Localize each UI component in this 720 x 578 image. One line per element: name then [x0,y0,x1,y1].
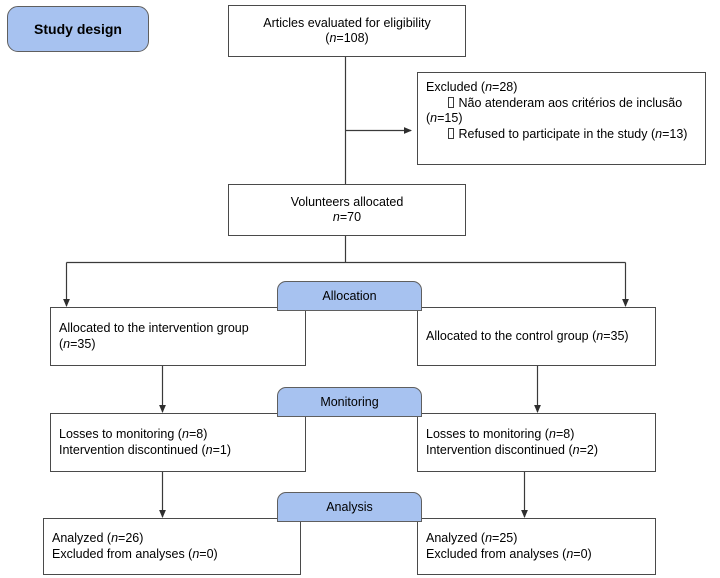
node-analysis-intervention: Analyzed (n=26) Excluded from analyses (… [43,518,301,575]
node-excluded: Excluded (n=28) Não atenderam aos critér… [417,72,706,165]
node-articles-evaluated-line1: Articles evaluated for eligibility [263,15,431,30]
node-analysis-control-line1: Analyzed (n=25) [426,531,518,545]
node-monitoring-control-line1: Losses to monitoring (n=8) [426,427,575,441]
node-excluded-header: Excluded (n=28) [426,80,518,94]
node-articles-evaluated: Articles evaluated for eligibility (n=10… [228,5,466,57]
node-excluded-reason-2: Refused to participate in the study (n=1… [426,127,697,143]
stage-banner-monitoring-label: Monitoring [320,395,379,409]
stage-banner-allocation: Allocation [277,281,422,311]
node-volunteers-allocated-line1: Volunteers allocated [290,194,404,209]
node-excluded-reason-1-count: (n=15) [426,111,463,125]
node-excluded-reason-1: Não atenderam aos critérios de inclusão [426,96,697,112]
stage-banner-monitoring: Monitoring [277,387,422,417]
node-volunteers-allocated-line2: n=70 [332,210,362,224]
node-volunteers-allocated: Volunteers allocated n=70 [228,184,466,236]
stage-banner-analysis-label: Analysis [326,500,373,514]
node-analysis-control: Analyzed (n=25) Excluded from analyses (… [417,518,656,575]
stage-banner-analysis: Analysis [277,492,422,522]
stage-banner-allocation-label: Allocation [322,289,377,303]
node-analysis-intervention-line2: Excluded from analyses (n=0) [52,546,218,561]
legend-study-design: Study design [7,6,149,52]
node-articles-evaluated-line2: (n=108) [325,31,369,45]
node-analysis-control-line2: Excluded from analyses (n=0) [426,546,592,561]
bullet-tofu-icon [448,96,454,108]
node-monitoring-intervention-line1: Losses to monitoring (n=8) [59,427,208,441]
bullet-tofu-icon [448,127,454,139]
node-monitoring-intervention: Losses to monitoring (n=8) Intervention … [50,413,306,472]
node-monitoring-intervention-line2: Intervention discontinued (n=1) [59,442,231,457]
node-allocated-control-line1: Allocated to the control group (n=35) [426,328,629,343]
legend-label: Study design [34,21,122,37]
node-allocated-intervention-line2: (n=35) [59,336,96,351]
node-analysis-intervention-line1: Analyzed (n=26) [52,531,144,545]
node-monitoring-control-line2: Intervention discontinued (n=2) [426,442,598,457]
node-allocated-control: Allocated to the control group (n=35) [417,307,656,366]
node-allocated-intervention: Allocated to the intervention group (n=3… [50,307,306,366]
node-monitoring-control: Losses to monitoring (n=8) Intervention … [417,413,656,472]
node-allocated-intervention-line1: Allocated to the intervention group [59,321,249,335]
